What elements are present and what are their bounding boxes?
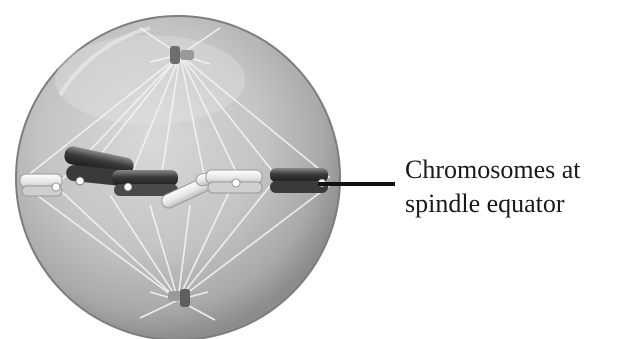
chromosome-light-left	[20, 174, 62, 196]
chromosome-dark-3	[270, 168, 328, 193]
label-spindle-equator: spindle equator	[405, 189, 565, 219]
chromosome-dark-2	[112, 170, 178, 196]
chromosome-light-2	[206, 170, 262, 193]
label-chromosomes-at: Chromosomes at	[405, 155, 581, 185]
